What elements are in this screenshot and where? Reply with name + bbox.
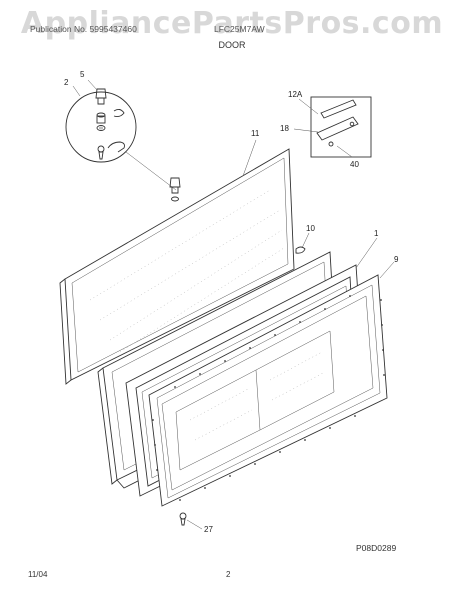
callout-2: 2 [64,78,69,87]
leader-2 [72,85,81,97]
watermark: AppliancePartsPros.com [20,6,444,41]
callout-12a: 12A [288,90,303,99]
section-title: DOOR [218,40,246,50]
callout-18: 18 [280,124,289,133]
callout-27: 27 [204,525,213,534]
screw-27 [179,512,187,526]
publication-number: Publication No. 5995437460 [30,24,137,34]
leader-27 [186,519,203,530]
figure-code: P08D0289 [356,543,397,553]
leader-10 [301,232,310,249]
leader-40 [336,145,353,158]
gasket-rivets [152,295,385,501]
callout-11: 11 [251,129,260,138]
callout-10: 10 [306,224,315,233]
footer-date: 11/04 [28,570,48,579]
door-gasket-9 [148,274,388,507]
hinge-detail-circle [65,88,137,163]
callout-9: 9 [394,255,399,264]
leader-9 [379,261,395,279]
leader-circle-to-hinge [125,151,177,191]
clip-10 [295,246,306,254]
leader-1 [355,237,378,269]
footer-page-number: 2 [226,570,231,579]
callout-1: 1 [374,229,379,238]
callout-40: 40 [350,160,359,169]
leader-12a [298,98,319,115]
leader-18 [293,128,319,133]
model-number: LFC25M7AW [214,24,265,34]
inner-panel-11 [59,148,295,385]
callout-5: 5 [80,70,85,79]
handle-inset-box [310,96,372,158]
leader-11 [242,139,257,177]
leader-5 [87,79,98,91]
